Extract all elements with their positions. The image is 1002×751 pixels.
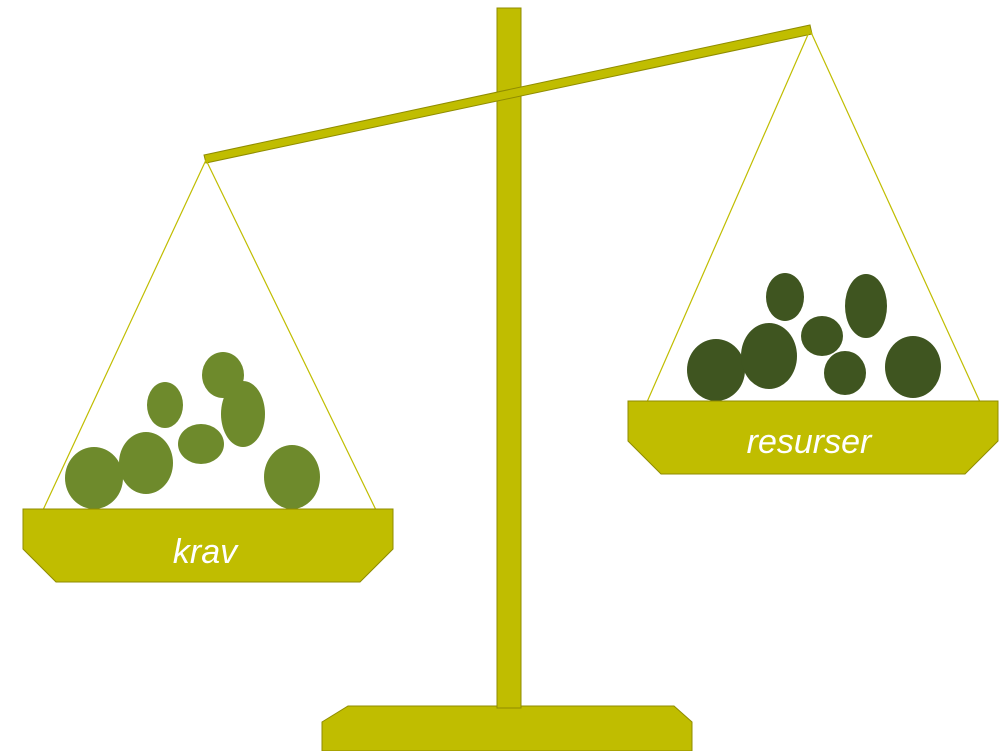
- left-weight: [119, 432, 173, 494]
- scale-base: [321, 705, 693, 751]
- right-weight: [845, 274, 887, 338]
- scale-post: [496, 7, 522, 709]
- left-pan-string-left: [42, 159, 207, 511]
- left-weight: [264, 445, 320, 509]
- right-pan-string-left: [646, 29, 811, 403]
- right-weight: [687, 339, 745, 401]
- right-weight: [801, 316, 843, 356]
- left-weight: [65, 447, 123, 509]
- left-weight: [178, 424, 224, 464]
- left-weight: [221, 381, 265, 447]
- right-weight: [824, 351, 866, 395]
- right-weight: [885, 336, 941, 398]
- left-pan: krav: [22, 508, 394, 583]
- left-pan-weights: [65, 352, 320, 509]
- right-pan-label: resurser: [747, 423, 873, 461]
- left-weight: [147, 382, 183, 428]
- right-pan: resurser: [627, 400, 999, 475]
- right-pan-string-right: [809, 29, 981, 403]
- left-pan-body: [22, 508, 394, 583]
- left-weight: [202, 352, 244, 398]
- right-pan-weights: [687, 273, 941, 401]
- right-weight: [766, 273, 804, 321]
- left-pan-string-right: [205, 159, 377, 511]
- right-pan-body: [627, 400, 999, 475]
- right-weight: [741, 323, 797, 389]
- left-pan-label: krav: [173, 533, 239, 571]
